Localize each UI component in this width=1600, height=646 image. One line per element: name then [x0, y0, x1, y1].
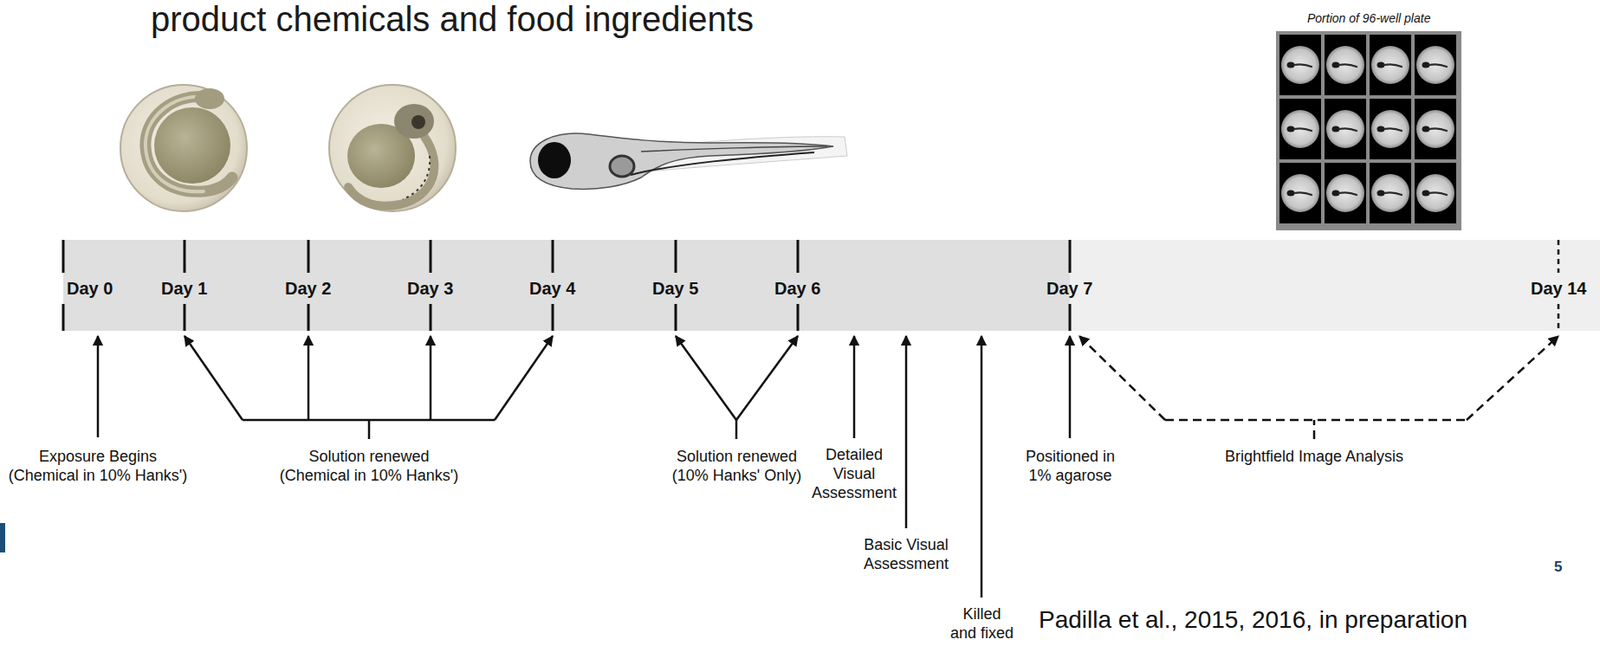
dashed-leader-arrows	[1079, 336, 1559, 440]
day-label: Day 6	[774, 278, 821, 299]
page-number: 5	[1554, 558, 1562, 577]
step-note: Exposure Begins (Chemical in 10% Hanks')	[6, 446, 189, 486]
day-label: Day 4	[529, 278, 576, 299]
timeline-band-extension	[1069, 239, 1600, 331]
plate-caption: Portion of 96-well plate	[1307, 10, 1431, 26]
step-note: Brightfield Image Analysis	[1224, 446, 1404, 467]
citation: Padilla et al., 2015, 2016, in preparati…	[1038, 606, 1468, 635]
day-label: Day 7	[1046, 278, 1093, 299]
step-note: Solution renewed (Chemical in 10% Hanks'…	[278, 446, 460, 486]
day-label: Day 14	[1530, 278, 1588, 299]
day-ticks	[63, 239, 1070, 331]
day-label: Day 3	[407, 278, 454, 299]
day-label: Day 0	[66, 278, 113, 299]
step-note: Positioned in 1% agarose	[1023, 446, 1117, 486]
step-note: Detailed Visual Assessment	[809, 445, 899, 503]
accent-bar	[0, 523, 6, 553]
embryo-day2	[329, 84, 456, 212]
step-note: Basic Visual Assessment	[861, 535, 951, 574]
day-label: Day 1	[161, 278, 208, 299]
slide-title: product chemicals and food ingredients	[150, 0, 754, 39]
larva	[530, 133, 848, 189]
well-plate	[1276, 31, 1462, 231]
day-label: Day 2	[285, 278, 331, 299]
leader-arrows	[97, 336, 1070, 598]
embryo-day1	[120, 84, 247, 212]
step-note: Solution renewed (10% Hanks' Only)	[670, 446, 804, 486]
timeline-band	[63, 239, 1070, 331]
step-note: Killed and fixed	[948, 604, 1016, 643]
day-label: Day 5	[652, 278, 699, 299]
